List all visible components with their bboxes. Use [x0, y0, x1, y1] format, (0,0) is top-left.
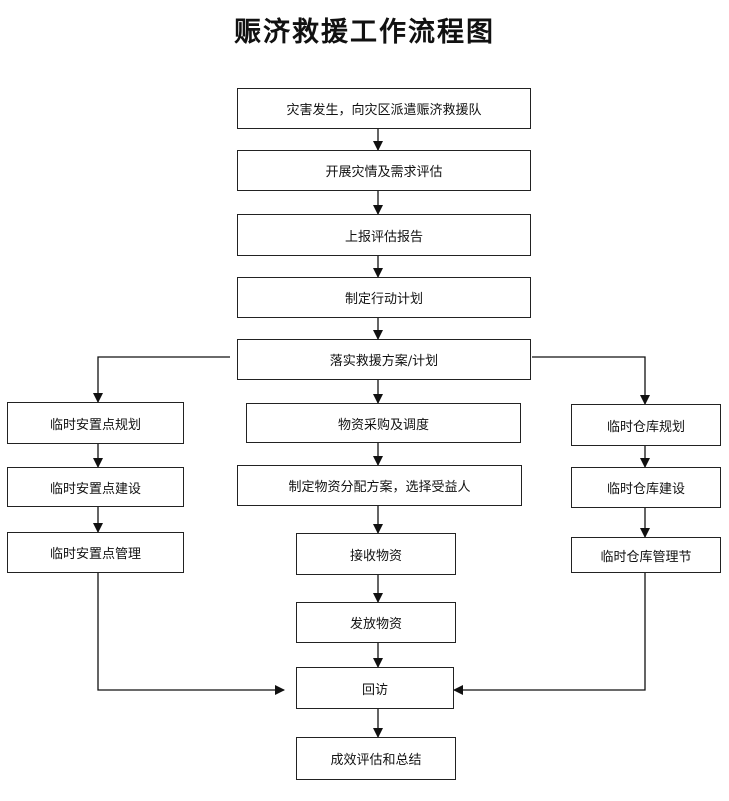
- node-receive: 接收物资: [296, 533, 456, 575]
- arrow-shelter-followup: [97, 573, 285, 695]
- node-allocate: 制定物资分配方案，选择受益人: [237, 465, 522, 506]
- node-implement: 落实救援方案/计划: [237, 339, 531, 380]
- node-assess: 开展灾情及需求评估: [237, 150, 531, 191]
- node-distribute: 发放物资: [296, 602, 456, 643]
- node-procure: 物资采购及调度: [246, 403, 521, 443]
- node-evaluate: 成效评估和总结: [296, 737, 456, 780]
- node-shelter-build: 临时安置点建设: [7, 467, 184, 507]
- node-dispatch: 灾害发生，向灾区派遣赈济救援队: [237, 88, 531, 129]
- node-plan: 制定行动计划: [237, 277, 531, 318]
- node-warehouse-build: 临时仓库建设: [571, 467, 721, 508]
- arrow-implement-warehouse: [532, 356, 650, 405]
- node-report: 上报评估报告: [237, 214, 531, 256]
- node-shelter-manage: 临时安置点管理: [7, 532, 184, 573]
- node-warehouse-manage: 临时仓库管理节: [571, 537, 721, 573]
- diagram-title: 赈济救援工作流程图: [234, 17, 495, 48]
- node-warehouse-plan: 临时仓库规划: [571, 404, 721, 446]
- arrow-warehouse-followup: [453, 573, 646, 695]
- arrow-implement-shelter: [93, 356, 230, 403]
- node-shelter-plan: 临时安置点规划: [7, 402, 184, 444]
- node-followup: 回访: [296, 667, 454, 709]
